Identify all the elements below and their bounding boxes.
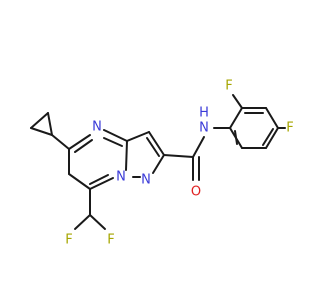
atom-h-amide: H — [199, 106, 209, 121]
atom-f-chf2-right: F — [107, 233, 114, 248]
atom-o-carbonyl: O — [191, 185, 201, 200]
atom-n-bridge: N — [116, 170, 126, 185]
atom-f-chf2-left: F — [65, 233, 72, 248]
atom-n-pyrimidine: N — [92, 120, 102, 135]
atom-labels: N N N H N O F F F F — [65, 79, 293, 248]
atom-f-para: F — [286, 121, 293, 136]
atom-n-amide: N — [199, 121, 209, 136]
bond-lines — [30, 94, 286, 230]
atom-n-pyrazole: N — [141, 173, 151, 188]
molecule-structure: N N N H N O F F F F — [30, 79, 294, 248]
atom-f-ortho: F — [225, 79, 232, 94]
